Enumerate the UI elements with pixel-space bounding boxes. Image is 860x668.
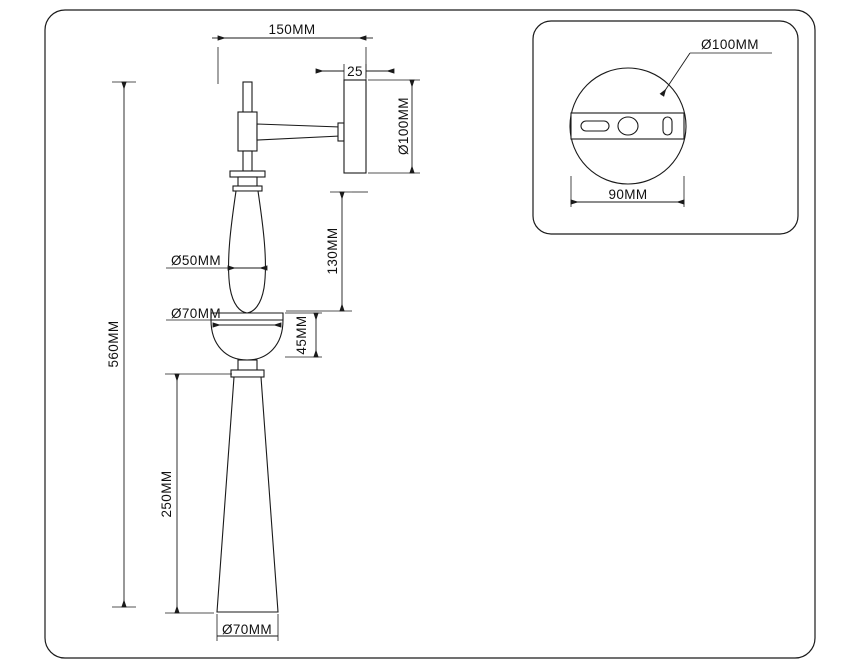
- detail-panel-border: [532, 20, 799, 235]
- dim-label-d50mm: Ø50MM: [171, 253, 221, 268]
- dim-label-150mm: 150MM: [268, 22, 315, 37]
- dim-bowl-diameter: Ø70MM: [166, 306, 282, 328]
- dim-backplate-diameter: Ø100MM: [368, 79, 420, 174]
- horizontal-arm: [256, 123, 341, 141]
- upper-glass-shade: [228, 190, 266, 314]
- arm-collar: [337, 122, 345, 142]
- horizontal-slot-icon: [580, 120, 610, 132]
- dim-backplate-thickness: 25: [315, 64, 395, 82]
- dim-label-d70mm-bowl: Ø70MM: [171, 306, 221, 321]
- dim-arm-reach: 150MM: [212, 22, 373, 84]
- dim-bowl-height: 45MM: [285, 312, 322, 358]
- dim-label-130mm: 130MM: [325, 227, 340, 274]
- dim-overall-height: 560MM: [106, 81, 136, 608]
- dim-cone-base-diameter: Ø70MM: [216, 614, 279, 641]
- top-flange: [229, 170, 266, 178]
- sheet-border: [44, 9, 816, 659]
- dim-bracket-width: 90MM: [570, 176, 685, 207]
- dim-label-90mm: 90MM: [608, 187, 647, 202]
- lamp-side-elevation: [210, 79, 367, 613]
- dim-label-25: 25: [347, 64, 363, 79]
- dim-label-250mm: 250MM: [159, 470, 174, 517]
- arm-joint-block: [237, 111, 258, 152]
- glass-mount-ring: [232, 185, 263, 192]
- wall-backplate-side: [343, 79, 367, 174]
- vertical-slot-icon: [662, 116, 673, 136]
- dim-upper-glass-diameter: Ø50MM: [166, 253, 268, 271]
- dim-label-d70mm-base: Ø70MM: [222, 622, 272, 637]
- dim-cone-height: 250MM: [159, 373, 232, 614]
- lower-rod: [242, 150, 253, 172]
- center-hole-icon: [617, 116, 639, 136]
- cone-mount-ring: [230, 369, 265, 378]
- lower-cone-shade: [216, 376, 279, 613]
- dim-label-d100mm: Ø100MM: [396, 97, 411, 155]
- leader-line: [659, 52, 691, 97]
- dim-label-45mm: 45MM: [294, 315, 309, 354]
- dim-drop-to-shade: 130MM: [286, 191, 368, 312]
- detail-view-panel: Ø100MM 90MM: [532, 20, 799, 235]
- dim-plate-diameter-leader: Ø100MM: [659, 37, 772, 97]
- dim-label-560mm: 560MM: [106, 320, 121, 367]
- dim-label-d100mm-detail: Ø100MM: [701, 37, 759, 52]
